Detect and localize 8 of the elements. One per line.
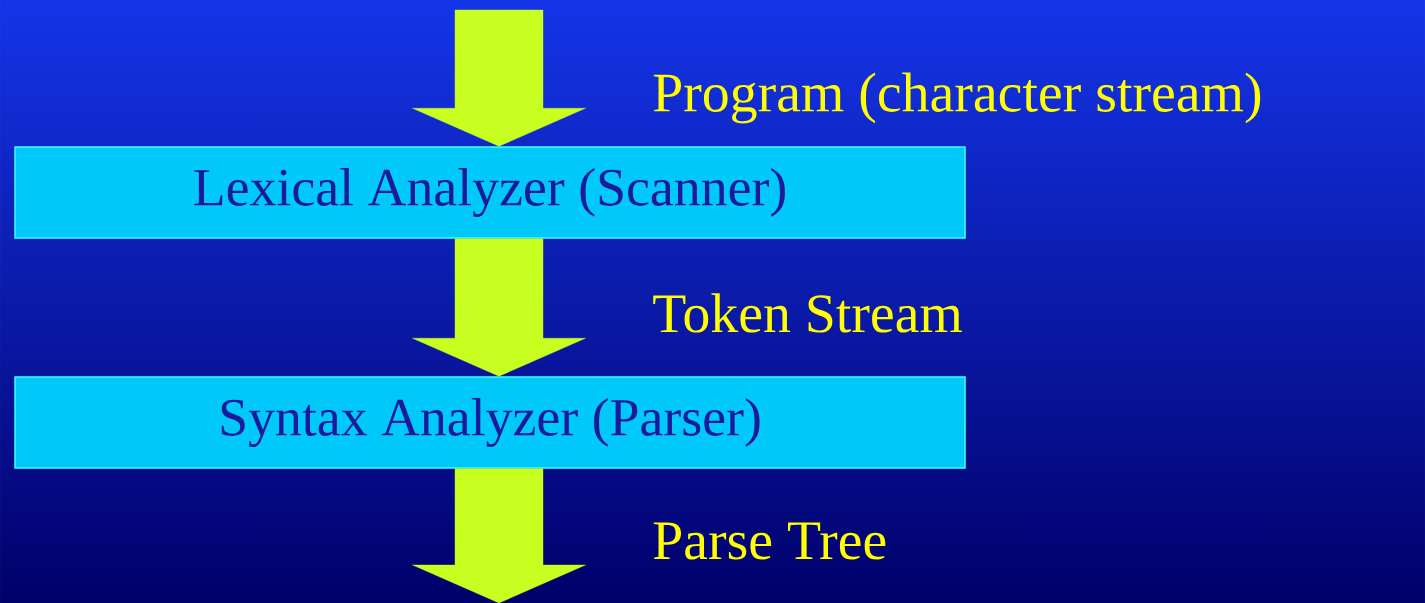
edge-label: Token Stream (653, 293, 962, 333)
process-box: Syntax Analyzer (Parser) (14, 376, 966, 469)
edge-label: Parse Tree (653, 522, 886, 560)
edge-label: Program (character stream) (653, 72, 1261, 124)
block-arrow (412, 468, 586, 603)
process-box: Lexical Analyzer (Scanner) (14, 146, 966, 239)
block-arrow (412, 9, 586, 147)
block-arrow (412, 238, 586, 377)
